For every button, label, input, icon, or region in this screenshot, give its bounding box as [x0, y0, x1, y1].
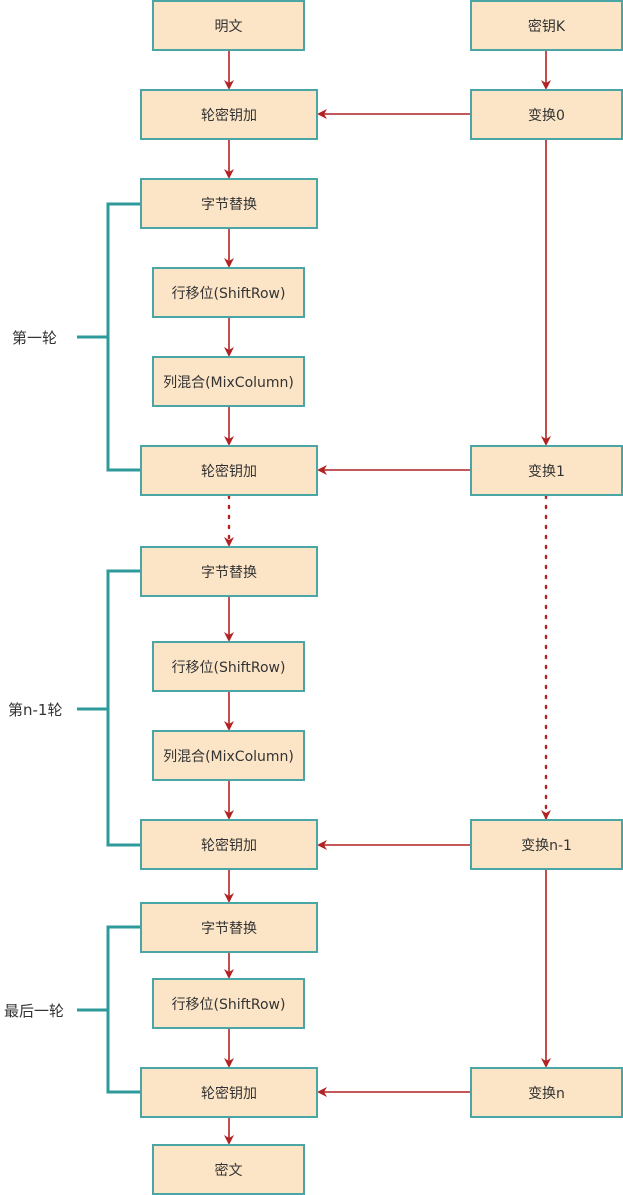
transform-n-minus-1-box: 变换n-1 — [470, 819, 623, 870]
ciphertext-box: 密文 — [152, 1144, 305, 1195]
round1-sub-bytes-label: 字节替换 — [201, 196, 257, 213]
transform-n-box: 变换n — [470, 1067, 623, 1118]
transform-1-box: 变换1 — [470, 445, 623, 496]
final-round-shift-rows-label: 行移位(ShiftRow) — [171, 996, 286, 1013]
round1-add-round-key-box: 轮密钥加 — [140, 445, 318, 496]
final-round-sub-bytes-box: 字节替换 — [140, 902, 318, 953]
round1-mix-columns-label: 列混合(MixColumn) — [163, 374, 294, 391]
round-n-minus-1-sub-bytes-label: 字节替换 — [201, 564, 257, 581]
transform-0-box: 变换0 — [470, 89, 623, 140]
final-round-add-round-key-box: 轮密钥加 — [140, 1067, 318, 1118]
initial-add-round-key-box: 轮密钥加 — [140, 89, 318, 140]
initial-add-round-key-label: 轮密钥加 — [201, 107, 257, 124]
round1-sub-bytes-box: 字节替换 — [140, 178, 318, 229]
final-round-shift-rows-box: 行移位(ShiftRow) — [152, 978, 305, 1029]
round1-shift-rows-box: 行移位(ShiftRow) — [152, 267, 305, 318]
final-round-add-round-key-label: 轮密钥加 — [201, 1085, 257, 1102]
round-n-minus-1-mix-columns-box: 列混合(MixColumn) — [152, 730, 305, 781]
bracket-round1 — [106, 202, 140, 472]
round-n-minus-1-add-round-key-box: 轮密钥加 — [140, 819, 318, 870]
round-n-minus-1-mix-columns-label: 列混合(MixColumn) — [163, 748, 294, 765]
transform-0-label: 变换0 — [528, 107, 565, 124]
round-n-minus-1-label: 第n-1轮 — [8, 701, 63, 719]
final-round-sub-bytes-label: 字节替换 — [201, 920, 257, 937]
bracket-round-n-minus-1 — [106, 569, 140, 847]
key-label: 密钥K — [527, 18, 566, 35]
round-n-minus-1-sub-bytes-box: 字节替换 — [140, 546, 318, 597]
plaintext-label: 明文 — [214, 18, 243, 35]
transform-1-label: 变换1 — [528, 463, 565, 480]
transform-n-minus-1-label: 变换n-1 — [521, 837, 572, 854]
key-box: 密钥K — [470, 0, 623, 51]
round1-label: 第一轮 — [12, 329, 58, 347]
ciphertext-label: 密文 — [214, 1162, 243, 1179]
round1-add-round-key-label: 轮密钥加 — [201, 463, 257, 480]
bracket-final-round — [106, 925, 140, 1094]
plaintext-box: 明文 — [152, 0, 305, 51]
final-round-label: 最后一轮 — [4, 1002, 65, 1020]
round-n-minus-1-shift-rows-box: 行移位(ShiftRow) — [152, 641, 305, 692]
transform-n-label: 变换n — [528, 1085, 565, 1102]
round-n-minus-1-shift-rows-label: 行移位(ShiftRow) — [171, 659, 286, 676]
round1-mix-columns-box: 列混合(MixColumn) — [152, 356, 305, 407]
round-n-minus-1-add-round-key-label: 轮密钥加 — [201, 837, 257, 854]
round1-shift-rows-label: 行移位(ShiftRow) — [171, 285, 286, 302]
